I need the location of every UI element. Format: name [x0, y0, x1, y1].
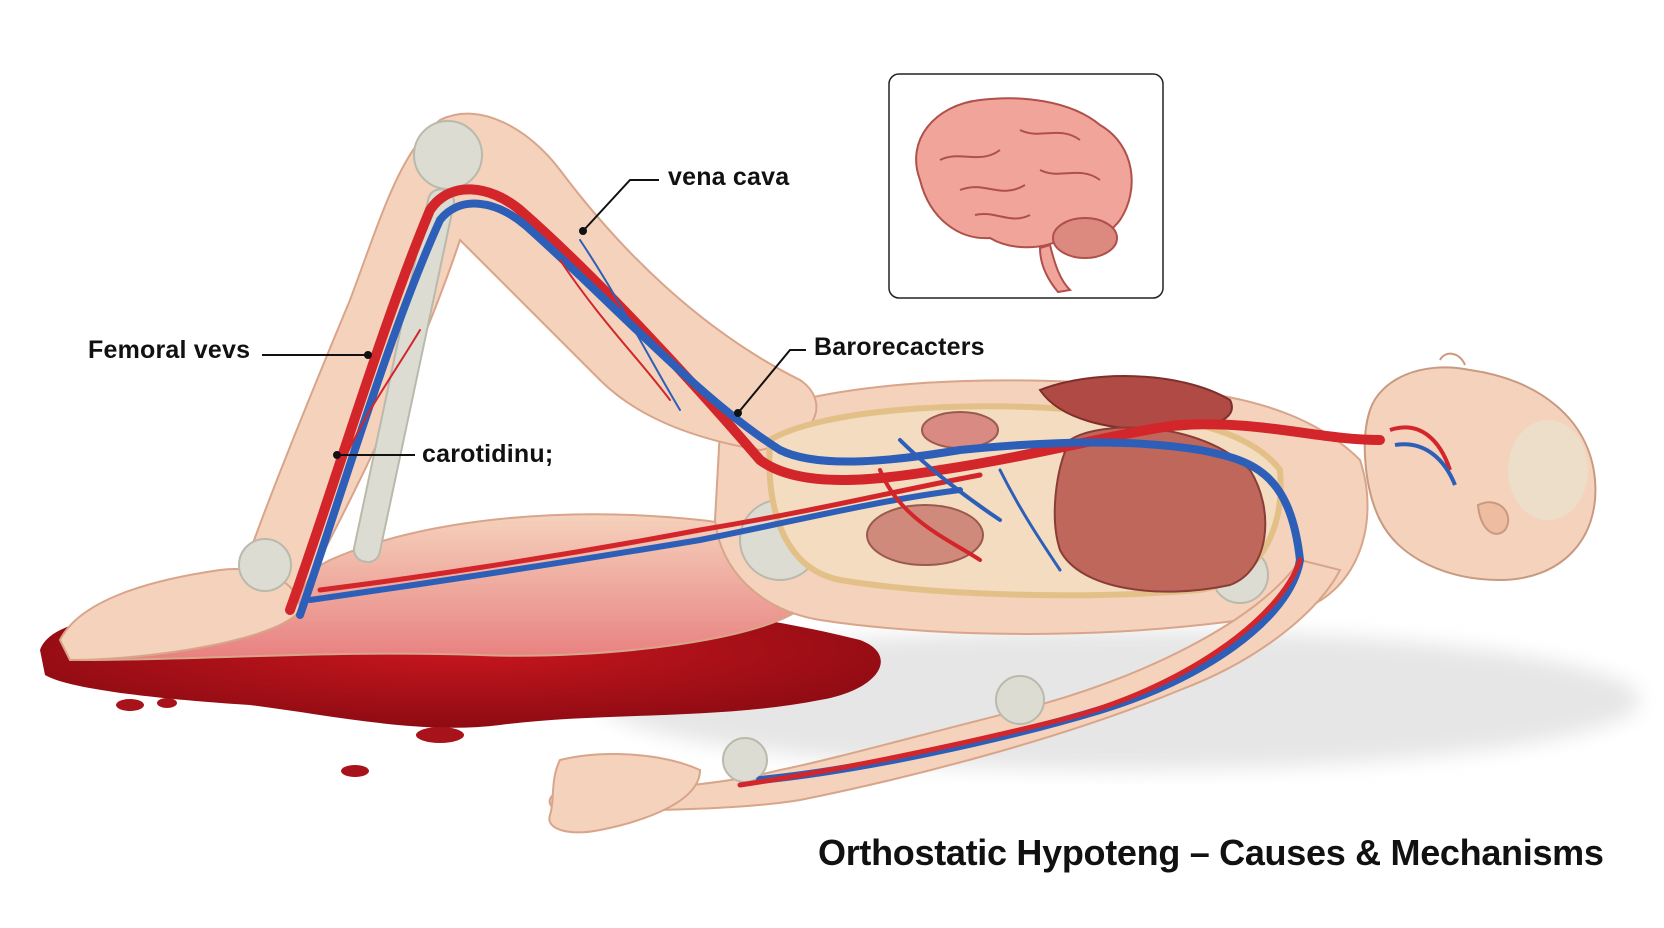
brain-inset — [888, 73, 1164, 299]
foot — [58, 568, 302, 662]
figure-title: Orthostatic Hypoteng – Causes & Mechanis… — [818, 832, 1604, 873]
brain-icon — [915, 97, 1133, 249]
organs — [866, 375, 1267, 593]
leader-dots — [333, 227, 742, 459]
label-femoral-veins: Femoral vevs — [88, 336, 251, 364]
leader-lines — [262, 179, 806, 456]
major-vessels — [285, 184, 1385, 788]
label-vena-cava: vena cava — [668, 163, 790, 191]
label-carotid: carotidinu; — [422, 440, 554, 468]
hand — [548, 753, 702, 834]
neck-vessels — [1389, 425, 1457, 486]
bones — [238, 120, 1269, 783]
head — [1363, 352, 1597, 582]
label-baroreceptors: Barorecacters — [814, 333, 985, 361]
